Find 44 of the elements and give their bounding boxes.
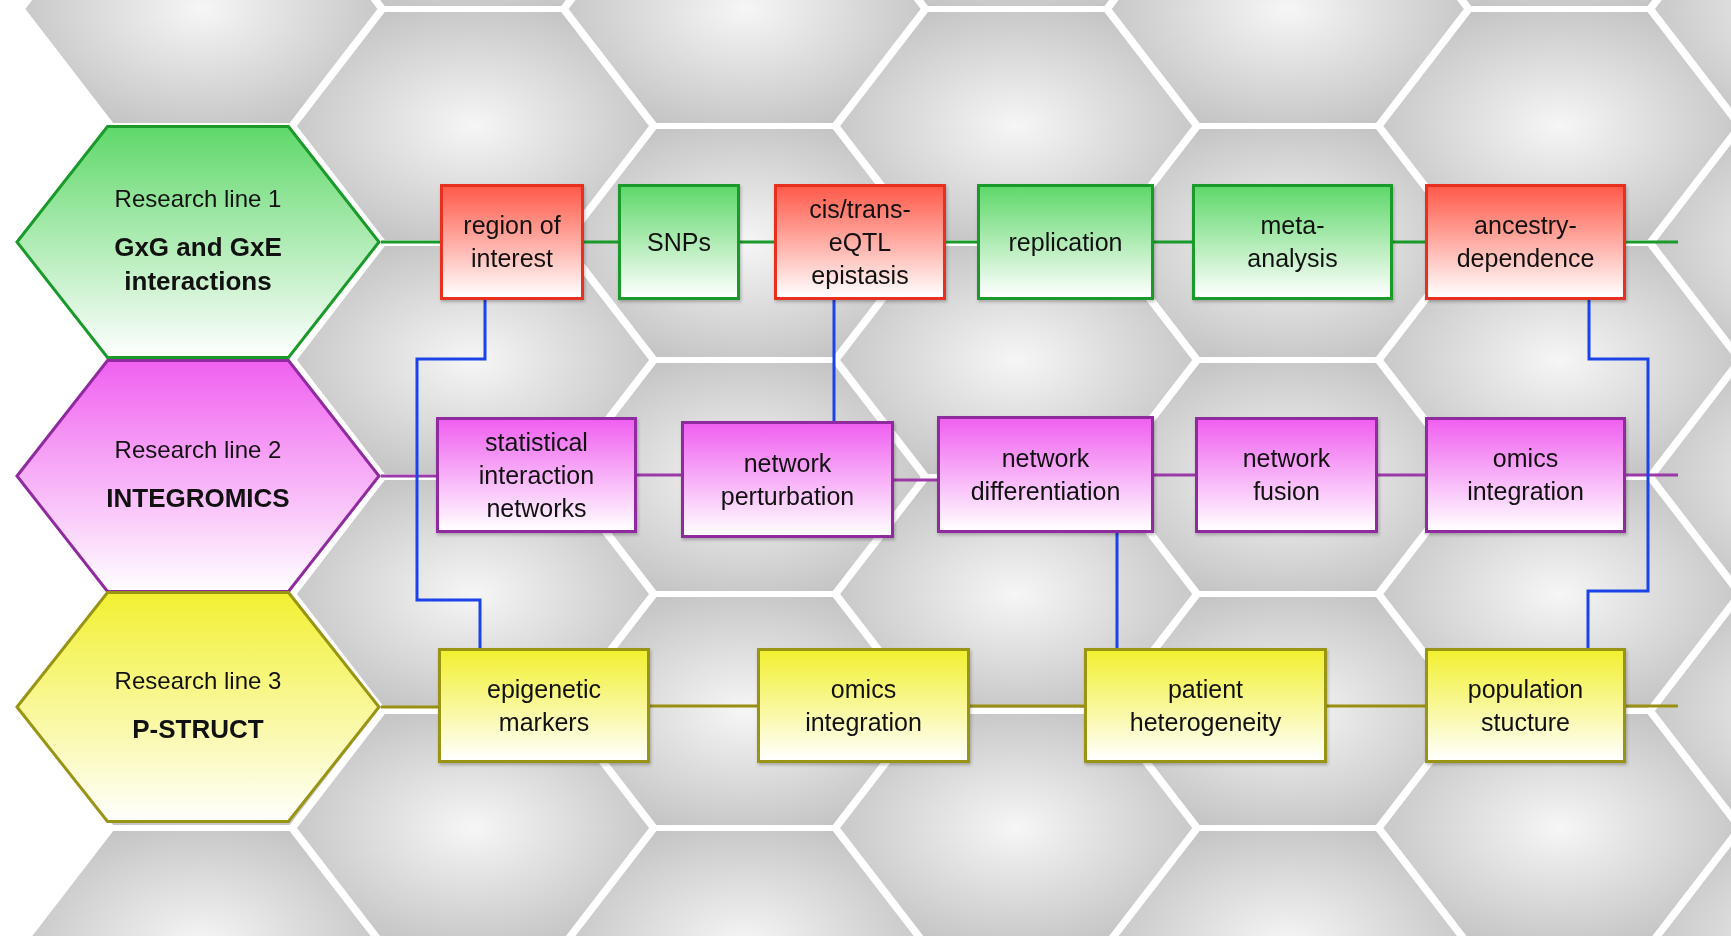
heading-text: Research line 1 [114,185,282,214]
process-box: omics integration [1425,417,1626,533]
process-box: network fusion [1195,417,1378,533]
connector-line [1393,240,1425,244]
heading-text: Research line 3 [114,667,282,696]
connector-line [1327,704,1425,708]
hexagon-shape [15,125,381,359]
connector-line [381,705,438,709]
process-box: meta- analysis [1192,184,1393,300]
connector-line [381,240,440,244]
process-box: network differentiation [937,416,1154,533]
hexagon-shape [15,359,381,593]
connector-line [650,704,757,708]
process-box: patient heterogeneity [1084,648,1327,763]
connector-line [1378,473,1425,477]
connector-line [1626,473,1678,477]
connector-line [1154,473,1195,477]
process-box: replication [977,184,1154,300]
process-box: SNPs [618,184,740,300]
process-box: region of interest [440,184,584,300]
process-box: cis/trans- eQTL epistasis [774,184,946,300]
connector-line [584,240,618,244]
process-box: population stucture [1425,648,1626,763]
connector-line [381,474,436,478]
connector-line [832,300,836,421]
connector-line [1154,240,1192,244]
connector-line [637,473,681,477]
title-text: INTEGROMICS [106,482,290,516]
title-text: P-STRUCT [132,713,264,747]
title-text: GxG and GxE interactions [113,231,283,298]
connector-line [1115,533,1119,648]
connector-line [740,240,774,244]
connector-line [894,478,937,482]
process-box: ancestry- dependence [1425,184,1626,300]
connector-line [970,704,1084,708]
process-box: omics integration [757,648,970,763]
heading-text: Research line 2 [114,436,282,465]
hexagon-shape [15,591,381,823]
connector-line [415,300,487,648]
connector-line [946,240,977,244]
process-box: network perturbation [681,421,894,538]
process-box: statistical interaction networks [436,417,637,533]
connector-line [1586,300,1650,648]
process-box: epigenetic markers [438,648,650,763]
